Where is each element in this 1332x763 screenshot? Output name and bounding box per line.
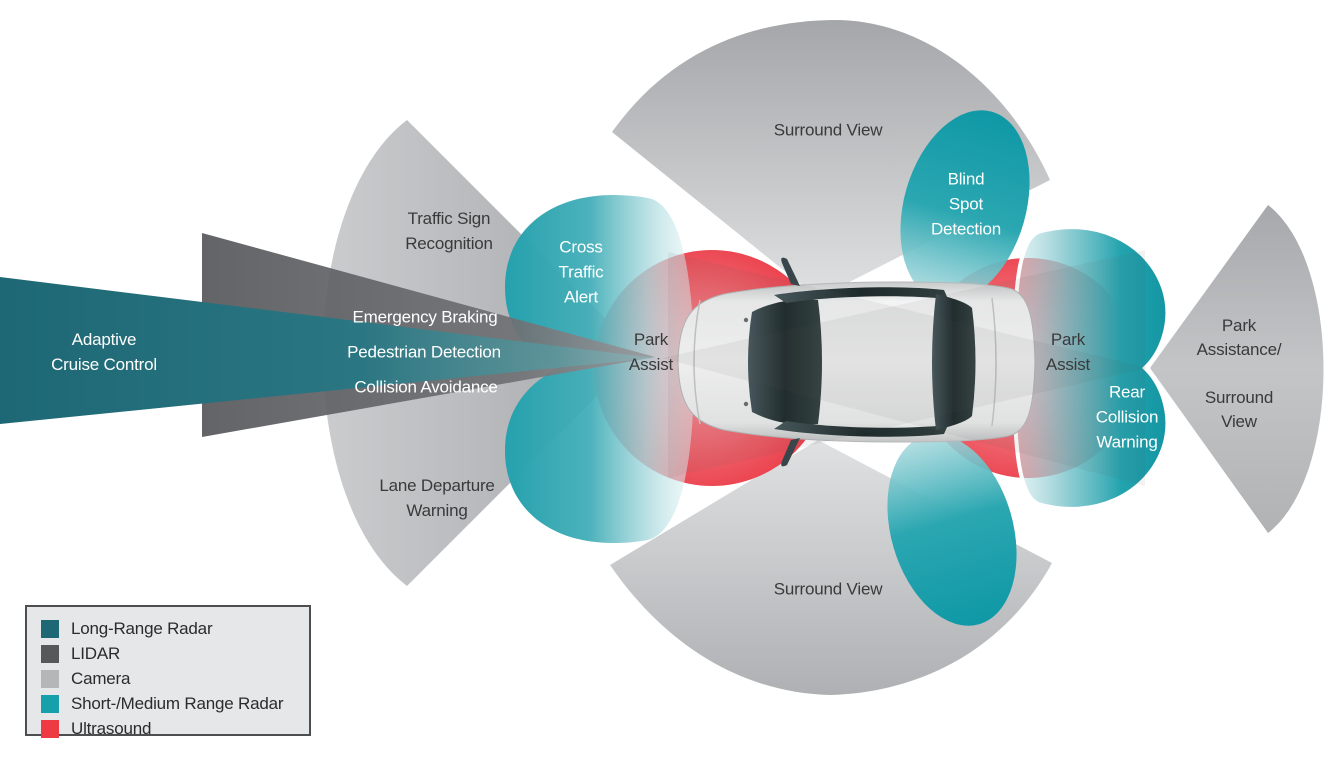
legend-item-long-range-radar: Long-Range Radar	[27, 616, 309, 641]
legend-item-label: LIDAR	[71, 643, 121, 663]
legend-item-short-medium-range-radar: Short-/Medium Range Radar	[27, 691, 309, 716]
legend-item-label: Camera	[71, 668, 131, 688]
car-windshield	[748, 299, 822, 425]
legend-item-label: Ultrasound	[71, 718, 152, 738]
car-top-view	[677, 257, 1036, 467]
car-trunk-seam	[991, 297, 997, 427]
long-range-radar-swatch	[41, 619, 59, 638]
long-range-radar-beam	[0, 277, 655, 424]
car-side-window-left	[774, 287, 948, 303]
car-detail-dot-top	[743, 317, 749, 323]
car-mirror-right	[781, 438, 800, 467]
sensor-legend: Long-Range Radar LIDAR Camera Short-/Med…	[25, 605, 311, 738]
camera-ray-front	[662, 250, 1145, 486]
short-medium-range-radar-swatch	[41, 694, 59, 713]
camera-fan-bottom-surround-view	[610, 440, 1052, 695]
camera-ray-rear	[668, 252, 1148, 478]
short-range-radar-front	[505, 194, 694, 544]
legend-item-label: Short-/Medium Range Radar	[71, 693, 284, 713]
legend-item-camera: Camera	[27, 666, 309, 691]
car-rear-window	[932, 294, 976, 430]
camera-fan-rear	[1150, 205, 1324, 533]
short-range-radar-blind-spot	[900, 110, 1030, 302]
camera-swatch	[41, 669, 59, 688]
car-mirror-left	[781, 257, 800, 286]
car-hood-seam	[693, 299, 701, 425]
legend-item-ultrasound: Ultrasound	[27, 716, 309, 741]
short-range-radar-rear-side	[887, 434, 1017, 626]
car-side-window-right	[774, 421, 948, 437]
legend-item-label: Long-Range Radar	[71, 618, 213, 638]
ultrasound-swatch	[41, 719, 59, 738]
car-detail-dot-bottom	[743, 401, 749, 407]
legend-item-lidar: LIDAR	[27, 641, 309, 666]
lidar-swatch	[41, 644, 59, 663]
